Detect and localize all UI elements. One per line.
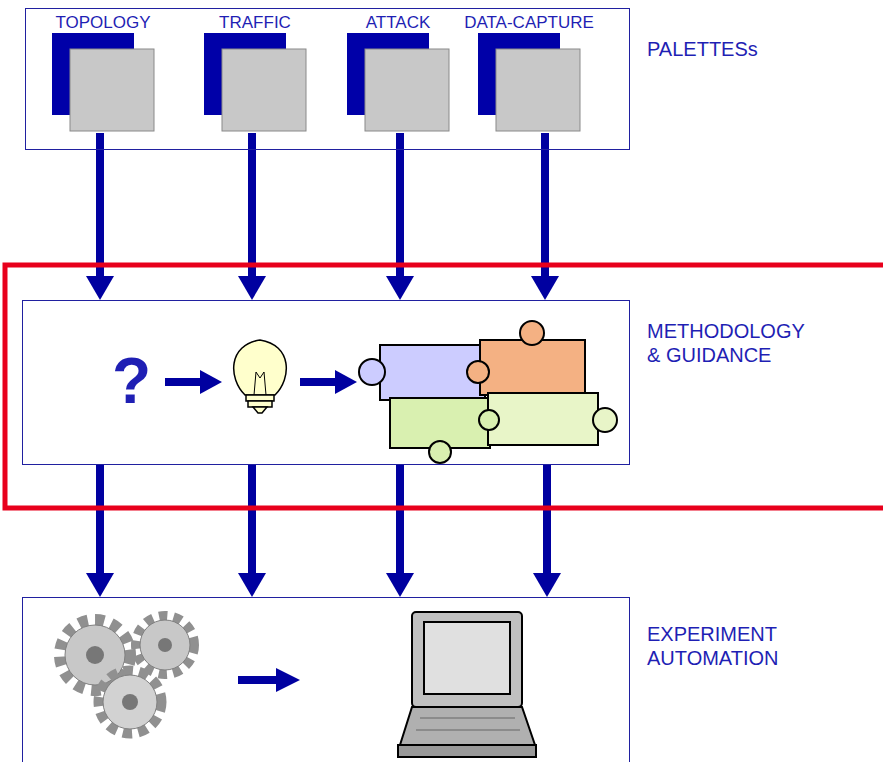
section-heading: METHODOLOGY & GUIDANCE [647,319,819,367]
palette-label: DATA-CAPTURE [464,13,594,33]
palette-icon: TRAFFIC [190,13,320,133]
flow-arrow [386,133,414,300]
flow-arrow [86,133,114,300]
section-heading: PALETTESs [647,37,819,61]
palette-front [222,49,306,131]
flow-arrow [238,465,266,597]
highlight-frame [5,265,883,508]
palette-front [365,49,449,131]
palette-label: TRAFFIC [190,13,320,33]
palette-icon: DATA-CAPTURE [464,13,594,133]
flow-arrow [533,465,561,597]
section-box: EXPERIMENT AUTOMATION [22,597,630,762]
gears-icon [61,617,193,732]
flow-arrow [531,133,559,300]
flow-arrow [386,465,414,597]
section-heading: EXPERIMENT AUTOMATION [647,622,819,670]
palette-front [70,49,154,131]
laptop-icon [398,612,536,757]
section-box: PALETTESsTOPOLOGYTRAFFICATTACKDATA-CAPTU… [25,8,630,150]
palette-front [496,49,580,131]
palette-label: ATTACK [333,13,463,33]
palette-label: TOPOLOGY [38,13,168,33]
puzzle-icon [359,321,617,463]
palette-icon: ATTACK [333,13,463,133]
flow-arrow [86,465,114,597]
flow-arrow [238,133,266,300]
palette-icon: TOPOLOGY [38,13,168,133]
question-mark: ? [112,346,151,416]
lightbulb-icon [234,340,287,413]
